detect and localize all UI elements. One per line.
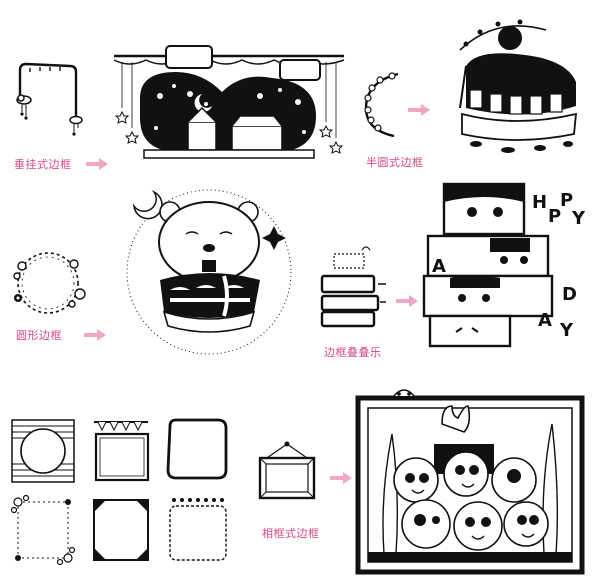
frame-sample-dotted-corners: [10, 494, 76, 566]
hanging-border-illustration: [110, 38, 348, 164]
semicircle-border-sample: [358, 70, 406, 140]
stacked-border-sample: [316, 244, 392, 330]
happy-letter: Y: [571, 208, 586, 229]
right-arrow-icon: [86, 158, 108, 170]
label-circle-border: 圆形边框: [16, 329, 62, 342]
cloud-icon: [16, 94, 32, 120]
label-photo-frame-border: 相框式边框: [262, 527, 320, 540]
right-arrow-icon: [330, 472, 352, 484]
label-hanging-border: 垂挂式边框: [14, 158, 72, 171]
stacked-border-illustration: H P P Y A D A Y: [420, 176, 590, 356]
happy-letter: H: [532, 192, 547, 213]
day-letter: A: [432, 256, 446, 277]
frame-sample-pennant: [88, 418, 154, 484]
frame-sample-black-corners: [88, 494, 154, 566]
hanging-border-sample: [12, 58, 84, 136]
right-arrow-icon: [84, 329, 106, 341]
right-arrow-icon: [396, 295, 418, 307]
day-letter: D: [562, 284, 577, 305]
frame-sample-rounded: [164, 416, 230, 482]
star-icon: [114, 110, 344, 154]
happy-letter: P: [560, 190, 573, 211]
frame-sample-striped: [10, 418, 76, 484]
photo-frame-border-sample: [254, 440, 320, 500]
happy-letter: P: [548, 206, 561, 227]
circle-border-sample: [8, 244, 88, 322]
day-letter: A: [538, 310, 552, 331]
day-letter: Y: [559, 320, 574, 341]
semicircle-border-illustration: [436, 10, 586, 160]
circle-border-illustration: [114, 176, 304, 366]
label-semicircle-border: 半圆式边框: [366, 156, 424, 169]
photo-frame-border-illustration: [354, 384, 586, 576]
frame-sample-beaded: [164, 494, 230, 566]
right-arrow-icon: [408, 104, 430, 116]
label-stacked-border: 边框叠叠乐: [324, 346, 382, 359]
